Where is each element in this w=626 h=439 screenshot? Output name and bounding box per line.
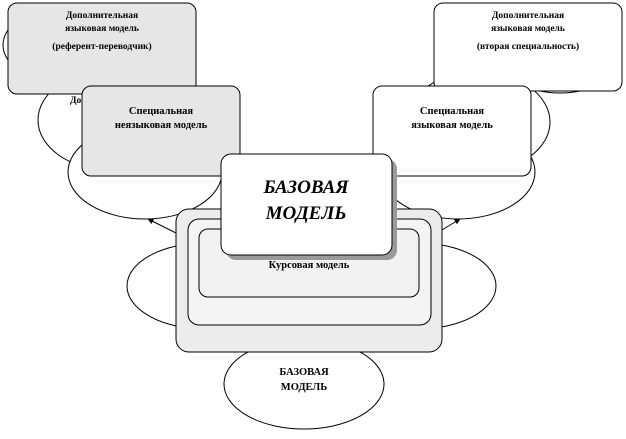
box-top-left-line1: Дополнительная bbox=[66, 11, 138, 21]
box-mid-right-line1: Специальная bbox=[420, 106, 484, 117]
hidden-fragment-text: До bbox=[70, 96, 82, 106]
bottom-ellipse-line2: МОДЕЛЬ bbox=[281, 382, 327, 393]
bottom-ellipse-line1: БАЗОВАЯ bbox=[279, 367, 329, 378]
box-top-right-line3: (вторая специальность) bbox=[477, 41, 579, 52]
box-top-right-line1: Дополнительная bbox=[492, 11, 564, 21]
box-mid-left-line2: неязыковая модель bbox=[115, 120, 208, 131]
box-base-model-center: БАЗОВАЯ МОДЕЛЬ bbox=[220, 153, 397, 260]
course-model-label: Курсовая модель bbox=[269, 260, 350, 271]
center-title-line1: БАЗОВАЯ bbox=[262, 177, 349, 198]
box-special-non-language-model: Специальная неязыковая модель bbox=[81, 85, 241, 177]
box-special-language-model: Специальная языковая модель bbox=[372, 85, 532, 177]
box-top-left-line3: (референт-переводчик) bbox=[52, 41, 151, 52]
box-additional-language-model-referent: Дополнительная языковая модель (референт… bbox=[7, 2, 197, 95]
center-title-line2: МОДЕЛЬ bbox=[265, 203, 347, 224]
box-top-right-line2: языковая модель bbox=[491, 24, 565, 34]
box-mid-right-line2: языковая модель bbox=[411, 120, 493, 131]
box-additional-language-model-second: Дополнительная языковая модель (вторая с… bbox=[433, 2, 623, 92]
box-top-left-line2: языковая модель bbox=[65, 24, 139, 34]
box-mid-left-line1: Специальная bbox=[129, 106, 193, 117]
